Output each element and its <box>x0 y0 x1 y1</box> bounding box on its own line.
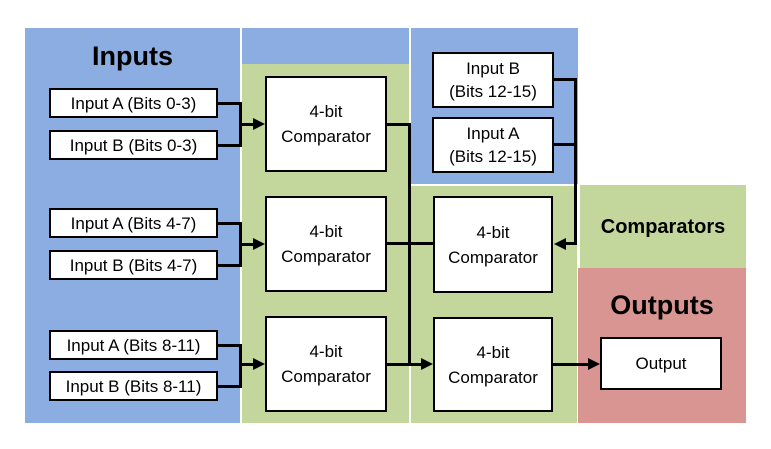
comparator5-line2: Comparator <box>448 367 538 387</box>
comparator4-line2: Comparator <box>448 247 538 267</box>
wire-into-comparator2 <box>239 243 254 246</box>
wire-inputA0-3 <box>218 102 242 105</box>
input-a-bits-12-15-box: Input A (Bits 12-15) <box>432 117 554 173</box>
wire-inputB8-11 <box>218 385 242 388</box>
wire-comparator5-to-output <box>553 363 589 366</box>
arrowhead-into-output <box>588 358 600 370</box>
comparator4-line1: 4-bit <box>476 222 510 242</box>
input-a-bits-12-15-line2: (Bits 12-15) <box>449 147 537 166</box>
comparator5-line1: 4-bit <box>476 342 510 362</box>
input-b-bits-12-15-line2: (Bits 12-15) <box>449 82 537 101</box>
wire-into-comparator3 <box>239 363 254 366</box>
input-b-bits-0-3-label: Input B (Bits 0-3) <box>69 135 198 155</box>
comparator3-line1: 4-bit <box>309 342 343 361</box>
comparator1-line1: 4-bit <box>309 102 343 121</box>
arrowhead-into-comparator4 <box>554 238 566 250</box>
input-b-bits-8-11-box: Input B (Bits 8-11) <box>49 371 218 401</box>
comparator1-box: 4-bit Comparator <box>265 76 387 172</box>
inputs-region-mid-strip <box>242 28 409 64</box>
wire-inputB12-15 <box>554 78 577 81</box>
arrowhead-into-comparator1 <box>253 118 265 130</box>
input-b-bits-12-15-line1: Input B <box>466 59 520 78</box>
wire-inputA8-11 <box>218 344 242 347</box>
input-a-bits-8-11-label: Input A (Bits 8-11) <box>66 335 201 355</box>
comparator3-line2: Comparator <box>281 367 371 386</box>
input-a-bits-0-3-label: Input A (Bits 0-3) <box>70 93 197 113</box>
wire-right-bus-vertical <box>574 78 577 245</box>
input-b-bits-4-7-label: Input B (Bits 4-7) <box>69 255 198 275</box>
wire-comparator3-out <box>387 363 421 366</box>
comparator5-box: 4-bit Comparator <box>433 317 553 412</box>
wire-inputA12-15 <box>554 143 577 146</box>
wire-comparator1-out <box>387 123 411 126</box>
input-b-bits-0-3-box: Input B (Bits 0-3) <box>49 130 218 160</box>
input-a-bits-4-7-label: Input A (Bits 4-7) <box>70 213 197 233</box>
input-b-bits-4-7-box: Input B (Bits 4-7) <box>49 250 218 280</box>
output-label: Output <box>635 354 687 373</box>
wire-merge3-vertical <box>239 344 242 388</box>
arrowhead-into-comparator5 <box>421 358 433 370</box>
wire-comparator2-to-comparator4 <box>387 242 433 245</box>
comparator4-box: 4-bit Comparator <box>433 196 553 293</box>
comparator2-box: 4-bit Comparator <box>265 196 387 292</box>
output-box: Output <box>600 337 722 390</box>
input-a-bits-0-3-box: Input A (Bits 0-3) <box>49 88 218 118</box>
input-b-bits-8-11-label: Input B (Bits 8-11) <box>65 376 202 396</box>
wire-inputB4-7 <box>218 264 242 267</box>
comparators-title: Comparators <box>600 216 726 238</box>
wire-into-comparator4 <box>566 242 577 245</box>
wire-into-comparator1 <box>239 123 254 126</box>
comparator2-line2: Comparator <box>281 247 371 266</box>
outputs-title: Outputs <box>610 290 714 320</box>
inputs-title: Inputs <box>92 41 173 71</box>
arrowhead-into-comparator2 <box>253 238 265 250</box>
wire-inputB0-3 <box>218 144 242 147</box>
input-a-bits-12-15-line1: Input A <box>466 124 520 143</box>
arrowhead-into-comparator3 <box>253 358 265 370</box>
input-a-bits-8-11-box: Input A (Bits 8-11) <box>49 330 218 360</box>
comparator2-line1: 4-bit <box>309 222 343 241</box>
wire-inputA4-7 <box>218 222 242 225</box>
comparator1-line2: Comparator <box>281 127 371 146</box>
input-b-bits-12-15-box: Input B (Bits 12-15) <box>432 52 554 108</box>
input-a-bits-4-7-box: Input A (Bits 4-7) <box>49 208 218 238</box>
comparator3-box: 4-bit Comparator <box>265 316 387 412</box>
